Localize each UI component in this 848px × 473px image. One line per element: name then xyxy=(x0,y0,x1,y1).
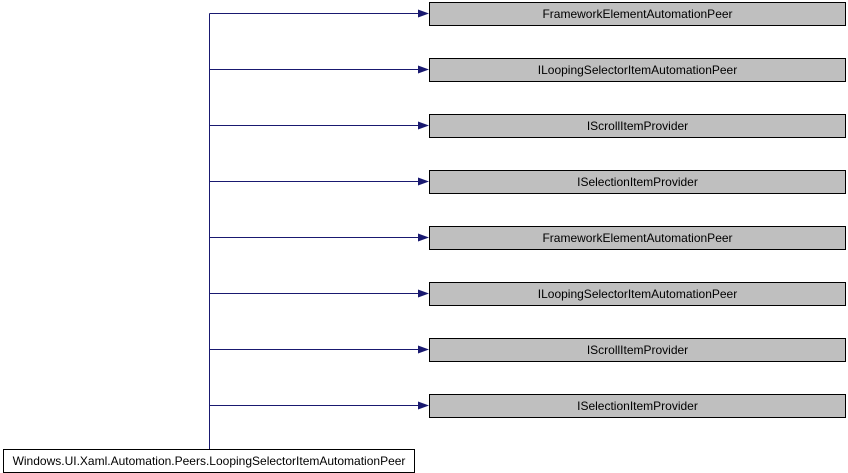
base-class-node[interactable]: IScrollItemProvider xyxy=(429,338,846,362)
arrowhead xyxy=(418,345,429,354)
base-class-node[interactable]: ISelectionItemProvider xyxy=(429,170,846,194)
base-class-node[interactable]: ISelectionItemProvider xyxy=(429,394,846,418)
base-class-node[interactable]: ILoopingSelectorItemAutomationPeer xyxy=(429,282,846,306)
base-class-node[interactable]: FrameworkElementAutomationPeer xyxy=(429,2,846,26)
arrowhead xyxy=(418,9,429,18)
arrowhead xyxy=(418,65,429,74)
arrowhead xyxy=(418,121,429,130)
arrowhead xyxy=(418,401,429,410)
derived-class-node[interactable]: Windows.UI.Xaml.Automation.Peers.Looping… xyxy=(3,449,415,473)
base-class-node[interactable]: IScrollItemProvider xyxy=(429,114,846,138)
arrowhead xyxy=(418,233,429,242)
base-class-node[interactable]: ILoopingSelectorItemAutomationPeer xyxy=(429,58,846,82)
arrowhead xyxy=(418,289,429,298)
arrowhead xyxy=(418,177,429,186)
base-class-node[interactable]: FrameworkElementAutomationPeer xyxy=(429,226,846,250)
